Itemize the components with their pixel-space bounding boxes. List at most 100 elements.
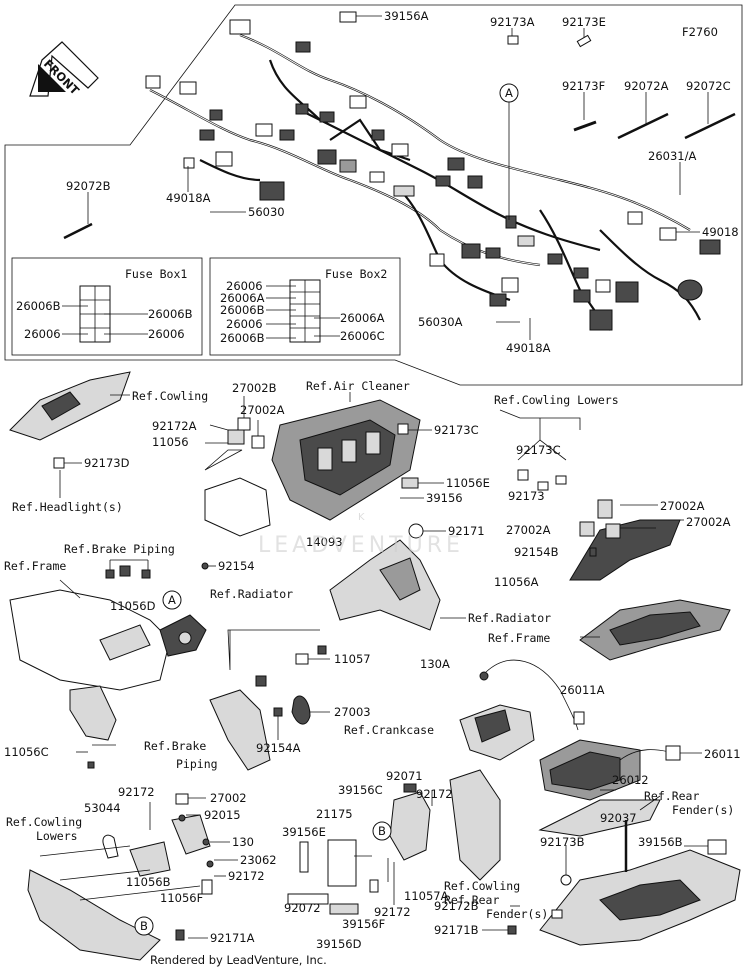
label-92172-f: 92172 (228, 869, 265, 883)
part-27002 (175, 793, 189, 805)
fb1-right-0: 26006B (148, 307, 193, 321)
part-92072-ecu (287, 893, 329, 905)
cowling-rear-panel (449, 769, 501, 881)
watermark: LEADVENTURE (258, 533, 464, 558)
part-39156B (707, 839, 727, 855)
radiator-shroud (329, 539, 441, 631)
fb2-right-0: 26006A (340, 311, 385, 325)
label-21175: 21175 (316, 807, 353, 821)
label-23062: 23062 (240, 853, 277, 867)
label-56030A: 56030A (418, 315, 463, 329)
label-92173D: 92173D (84, 456, 130, 470)
label-92072A: 92072A (624, 79, 669, 93)
label-ref-rear: Ref.Rear (644, 789, 699, 803)
label-53044: 53044 (84, 801, 121, 815)
label-ref-cowling-lowers-2: Ref.Cowling (6, 815, 82, 829)
label-26031A: 26031/A (648, 149, 696, 163)
label-27002A-3: 27002A (506, 523, 551, 537)
label-39156: 39156 (426, 491, 463, 505)
part-92173A (507, 35, 519, 45)
label-92015: 92015 (204, 808, 241, 822)
label-ref-lowers-2: Lowers (36, 829, 78, 843)
label-11056E: 11056E (446, 476, 490, 490)
label-49018: 49018 (702, 225, 739, 239)
label-92172-d: 92172 (374, 905, 411, 919)
label-11057: 11057 (334, 652, 371, 666)
label-ref-radiator: Ref.Radiator (468, 611, 551, 625)
label-ref-air-cleaner: Ref.Air Cleaner (306, 379, 410, 393)
label-39156E: 39156E (282, 825, 326, 839)
label-92171B: 92171B (434, 923, 479, 937)
label-27002A-2: 27002A (660, 499, 705, 513)
fb1-left-1: 26006 (24, 327, 61, 341)
callout-a-frame-label: A (168, 593, 176, 607)
label-ref-piping-2: Piping (176, 757, 218, 771)
label-92172B: 92172B (434, 899, 479, 913)
label-11056B: 11056B (126, 875, 171, 889)
fb2-right-1: 26006C (340, 329, 385, 343)
fb1-left-0: 26006B (16, 299, 61, 313)
air-cleaner: K (271, 399, 421, 523)
fuse-box2-drawing (266, 279, 340, 343)
harness-leaders (87, 15, 709, 340)
label-92173B: 92173B (540, 835, 585, 849)
label-ref-fender-2: Fender(s) (486, 907, 548, 921)
label-49018A-2: 49018A (506, 341, 551, 355)
label-11056C: 11056C (4, 745, 49, 759)
label-56030: 56030 (248, 205, 285, 219)
part-92071 (403, 783, 417, 793)
label-92071: 92071 (386, 769, 423, 783)
fuse-box1-drawing (62, 285, 148, 343)
label-ref-brake-2: Ref.Brake (144, 739, 206, 753)
label-39156A: 39156A (384, 9, 429, 23)
label-ref-cowling: Ref.Cowling (132, 389, 208, 403)
callout-a-frame (162, 590, 182, 610)
label-92154A: 92154A (256, 741, 301, 755)
label-92172A: 92172A (152, 419, 197, 433)
label-11056A: 11056A (494, 575, 539, 589)
label-27003: 27003 (334, 705, 371, 719)
part-39156E (299, 841, 309, 873)
fuse-box1-frame (11, 257, 203, 356)
label-39156F: 39156F (342, 917, 385, 931)
label-92173E: 92173E (562, 15, 606, 29)
cowling-lowers-left (27, 869, 161, 961)
fb2-left-1: 26006A (220, 291, 265, 305)
label-92173F: 92173F (562, 79, 605, 93)
label-27002B: 27002B (232, 381, 277, 395)
label-39156C: 39156C (338, 783, 383, 797)
part-11056 (227, 429, 245, 445)
part-92173F (573, 120, 597, 132)
part-27003 (291, 695, 311, 725)
label-11056: 11056 (152, 435, 189, 449)
fb2-left-3: 26006 (226, 317, 263, 331)
fb2-left-0: 26006 (226, 279, 263, 293)
label-ref-cowling-3: Ref.Cowling (444, 879, 520, 893)
label-92173: 92173 (508, 489, 545, 503)
label-130: 130 (232, 835, 254, 849)
svg-text:K: K (358, 512, 365, 523)
label-27002: 27002 (210, 791, 247, 805)
label-ref-frame-2: Ref.Frame (488, 631, 550, 645)
fuse-box2-frame (209, 257, 401, 356)
part-11056F (201, 879, 213, 895)
part-92173E (576, 34, 592, 48)
front-arrow: FRONT (29, 41, 99, 98)
label-92173A: 92173A (490, 15, 535, 29)
part-92173C-top (397, 423, 409, 435)
label-ref-brake-piping: Ref.Brake Piping (64, 542, 175, 556)
callout-b-ecu-label: B (378, 824, 386, 838)
frame-front (9, 589, 171, 691)
label-92154B: 92154B (514, 545, 559, 559)
part-14093 (204, 477, 271, 537)
callout-b-lowers-label: B (140, 919, 148, 933)
label-26011: 26011 (704, 747, 741, 761)
part-53044 (102, 834, 119, 859)
label-26011A: 26011A (560, 683, 605, 697)
label-92072: 92072 (284, 901, 321, 915)
label-11056D: 11056D (110, 599, 156, 613)
harness-frame (4, 4, 743, 386)
label-92171A: 92171A (210, 931, 255, 945)
